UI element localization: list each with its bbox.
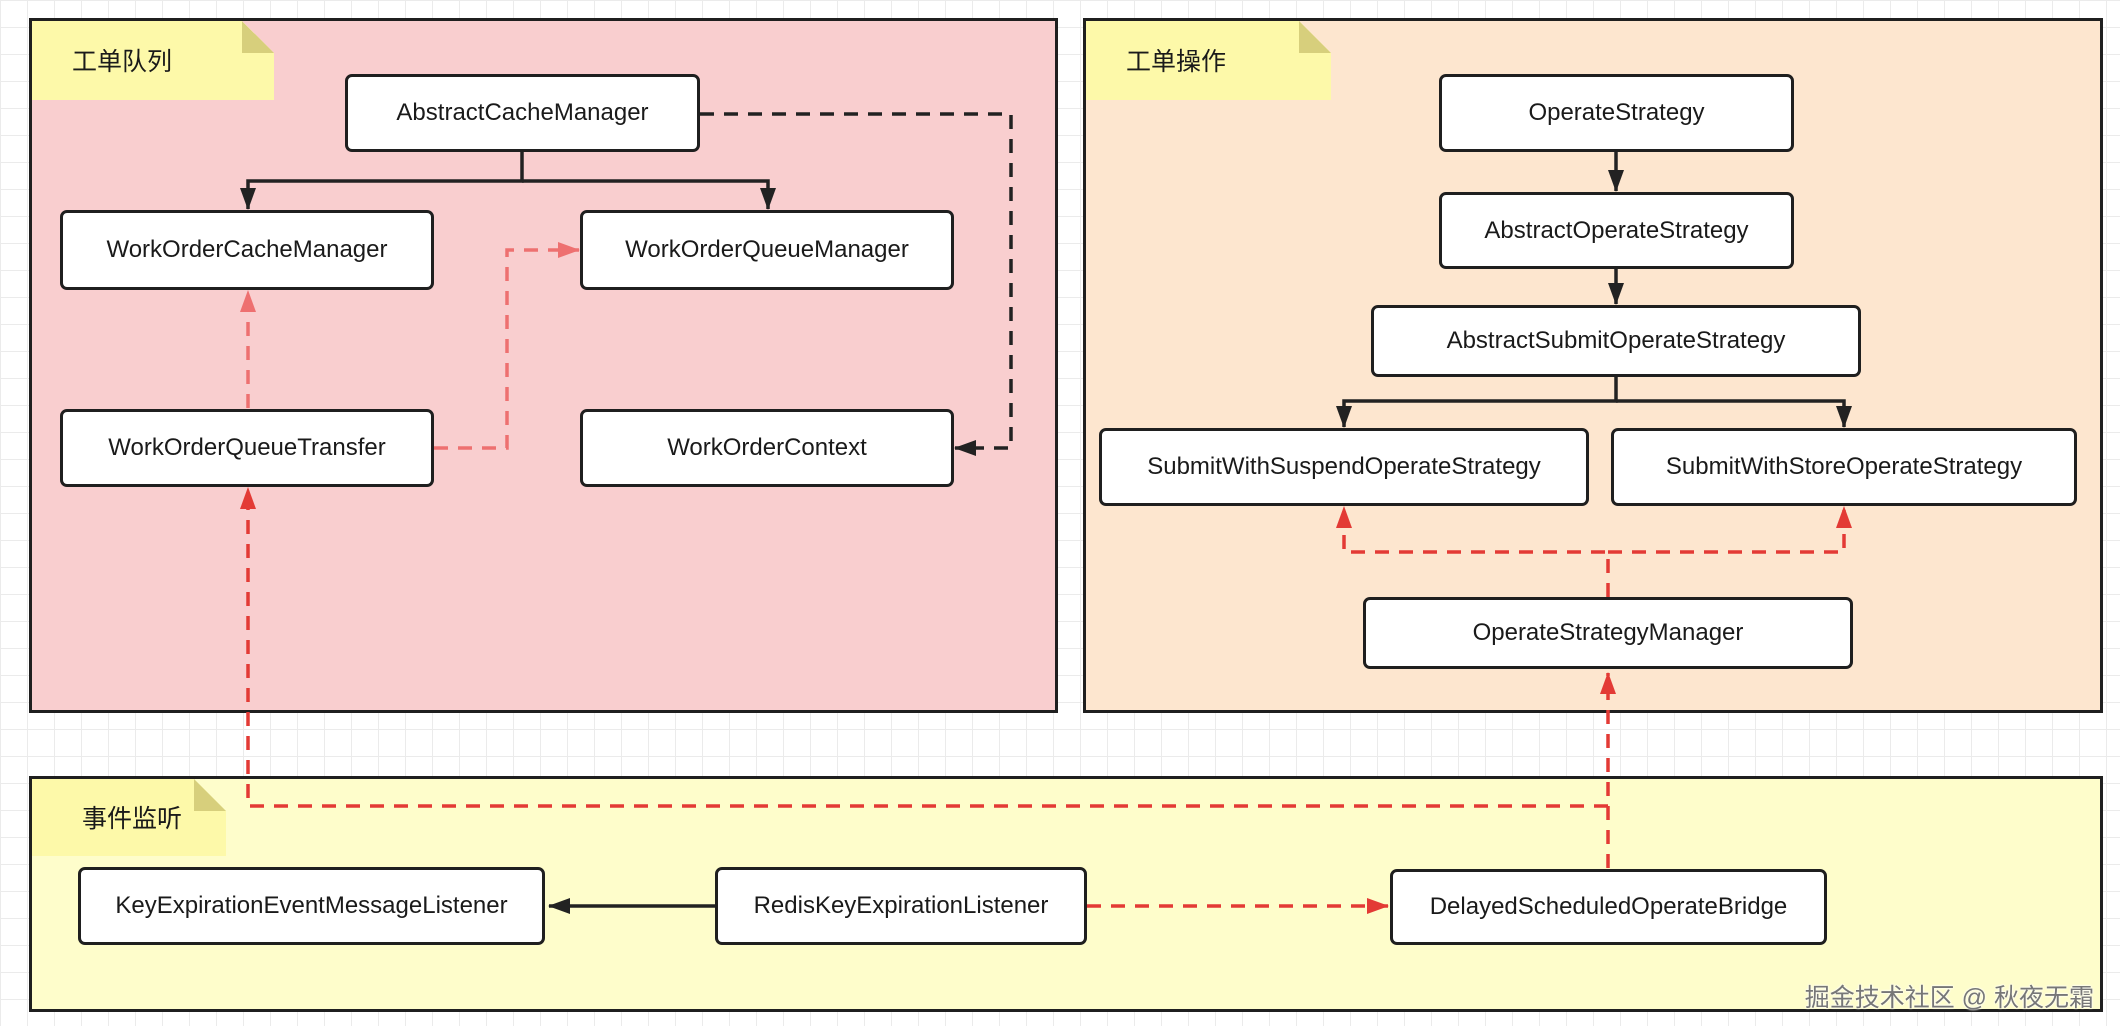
node-submit-with-suspend-operate-strategy[interactable]: SubmitWithSuspendOperateStrategy (1099, 428, 1589, 506)
node-operate-strategy[interactable]: OperateStrategy (1439, 74, 1794, 152)
node-label: WorkOrderContext (667, 434, 867, 461)
event-group-title: 事件监听 (82, 805, 183, 833)
node-label: SubmitWithStoreOperateStrategy (1665, 453, 2023, 480)
node-label: SubmitWithSuspendOperateStrategy (1147, 453, 1541, 480)
node-operate-strategy-manager[interactable]: OperateStrategyManager (1363, 597, 1853, 669)
link-abstract-submit-to-store (1616, 399, 1852, 428)
node-work-order-cache-manager[interactable]: WorkOrderCacheManager (60, 210, 434, 290)
node-work-order-context[interactable]: WorkOrderContext (580, 409, 954, 487)
node-label: WorkOrderCacheManager (106, 236, 388, 263)
queue-group-title-note: 工单队列 (32, 21, 274, 100)
queue-group-title: 工单队列 (72, 48, 173, 76)
node-label: AbstractCacheManager (396, 99, 649, 126)
node-label: OperateStrategy (1528, 99, 1705, 126)
node-label: OperateStrategyManager (1472, 619, 1744, 646)
link-manager-to-store (1608, 506, 1852, 554)
node-label: AbstractOperateStrategy (1484, 216, 1749, 244)
node-work-order-queue-manager[interactable]: WorkOrderQueueManager (580, 210, 954, 290)
node-abstract-submit-operate-strategy[interactable]: AbstractSubmitOperateStrategy (1371, 305, 1861, 377)
node-label: WorkOrderQueueTransfer (108, 434, 386, 461)
node-key-expiration-event-message-listener[interactable]: KeyExpirationEventMessageListener (78, 867, 545, 945)
node-abstract-cache-manager[interactable]: AbstractCacheManager (345, 74, 700, 152)
event-group-title-note: 事件监听 (32, 779, 226, 856)
link-abstract-cache-to-queue-manager (522, 179, 776, 210)
node-label: WorkOrderQueueManager (625, 236, 909, 263)
operation-group-title-note: 工单操作 (1086, 21, 1331, 100)
link-manager-to-suspend (1336, 506, 1610, 597)
link-bridge-to-transfer (240, 487, 1608, 808)
node-label: KeyExpirationEventMessageListener (115, 892, 508, 919)
node-delayed-scheduled-operate-bridge[interactable]: DelayedScheduledOperateBridge (1390, 869, 1827, 945)
node-submit-with-store-operate-strategy[interactable]: SubmitWithStoreOperateStrategy (1611, 428, 2077, 506)
link-abstract-cache-to-context (700, 112, 1013, 456)
operation-group-title: 工单操作 (1126, 48, 1227, 76)
watermark: 掘金技术社区 @ 秋夜无霜 (1804, 984, 2094, 1012)
node-label: AbstractSubmitOperateStrategy (1446, 327, 1786, 354)
node-abstract-operate-strategy[interactable]: AbstractOperateStrategy (1439, 192, 1794, 269)
link-transfer-to-queue-manager (434, 242, 580, 450)
node-work-order-queue-transfer[interactable]: WorkOrderQueueTransfer (60, 409, 434, 487)
node-redis-key-expiration-listener[interactable]: RedisKeyExpirationListener (715, 867, 1087, 945)
link-abstract-cache-to-cache-manager (240, 152, 524, 210)
node-label: DelayedScheduledOperateBridge (1429, 893, 1788, 920)
node-label: RedisKeyExpirationListener (753, 892, 1049, 919)
link-abstract-submit-to-suspend (1336, 377, 1618, 428)
